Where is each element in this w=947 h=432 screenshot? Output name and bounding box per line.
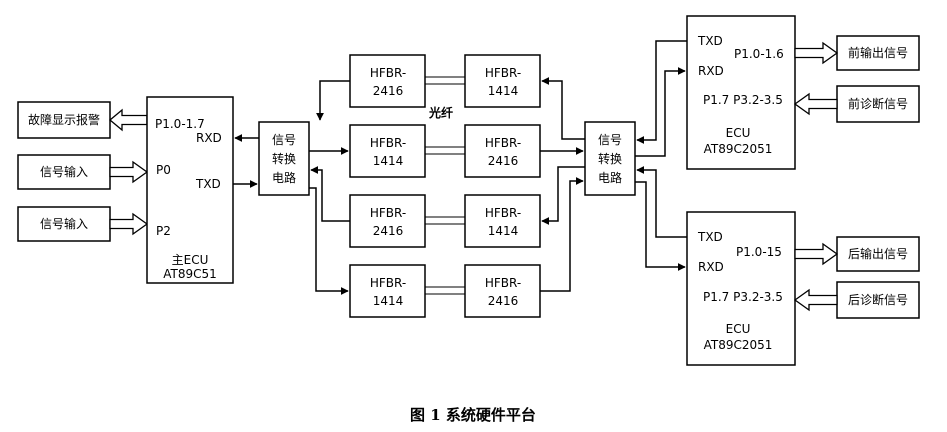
rear-ecu-name: ECU [726, 322, 751, 336]
hollow-arrow-from-rear-diag [793, 288, 838, 312]
rear-diag-box: 后诊断信号 [836, 281, 920, 319]
front-ecu-model: AT89C2051 [704, 142, 773, 156]
fault-display-label: 故障显示报警 [28, 112, 100, 127]
transceiver-row3-right: HFBR- 1414 [464, 194, 541, 248]
hollow-arrow-from-signal-input-1 [109, 160, 149, 184]
rear-ecu-pin-txd: TXD [697, 230, 723, 244]
main-ecu-pin-p10: P1.0-1.7 [155, 117, 205, 131]
front-ecu-box: TXD P1.0-1.6 RXD P1.7 P3.2-3.5 ECU AT89C… [686, 15, 796, 170]
wire-row3-to-left-converter [310, 166, 350, 222]
fiber-link-row2 [425, 146, 465, 155]
transceiver-row3-right-line2: 1414 [488, 224, 519, 238]
transceiver-row3-left: HFBR- 2416 [349, 194, 426, 248]
rear-output-label: 后输出信号 [848, 246, 908, 261]
rear-ecu-model: AT89C2051 [704, 338, 773, 352]
signal-input-label-1: 信号输入 [40, 164, 88, 179]
transceiver-row1-right: HFBR- 1414 [464, 54, 541, 108]
main-ecu-pin-p0: P0 [156, 163, 171, 177]
transceiver-row4-left-line2: 1414 [373, 294, 404, 308]
signal-input-box-2: 信号输入 [17, 206, 111, 242]
front-ecu-name: ECU [726, 126, 751, 140]
fiber-label: 光纤 [428, 105, 453, 120]
wire-right-converter-to-row1 [541, 77, 585, 140]
wire-front-ecu-txd-to-converter [636, 40, 687, 144]
figure-caption: 图 1 系统硬件平台 [410, 406, 536, 424]
front-ecu-pin-txd: TXD [697, 34, 723, 48]
rear-ecu-pin-rxd: RXD [698, 260, 724, 274]
wire-rear-ecu-txd-to-converter [636, 166, 687, 238]
rear-ecu-box: TXD P1.0-15 RXD P1.7 P3.2-3.5 ECU AT89C2… [686, 211, 796, 366]
hollow-arrow-from-front-diag [793, 92, 838, 116]
wire-converter-to-front-ecu-rxd [635, 67, 686, 157]
transceiver-row2-right: HFBR- 2416 [464, 124, 541, 178]
transceiver-row4-left: HFBR- 1414 [349, 264, 426, 318]
fiber-link-row4 [425, 286, 465, 295]
wire-converter-to-rear-ecu-rxd [635, 181, 686, 271]
fault-display-box: 故障显示报警 [17, 101, 111, 139]
right-converter-line3: 电路 [598, 170, 622, 185]
main-ecu-box: P1.0-1.7 RXD P0 TXD P2 主ECU AT89C51 [146, 96, 234, 284]
transceiver-row1-left-line2: 2416 [373, 84, 404, 98]
hollow-arrow-from-signal-input-2 [109, 212, 149, 236]
left-converter-box: 信号 转换 电路 [258, 121, 310, 196]
front-output-label: 前输出信号 [848, 45, 908, 60]
rear-diag-label: 后诊断信号 [848, 292, 908, 307]
hollow-arrow-to-front-output [794, 41, 839, 65]
transceiver-row3-left-line2: 2416 [373, 224, 404, 238]
transceiver-row1-left-line1: HFBR- [370, 66, 406, 80]
left-converter-line2: 转换 [272, 151, 296, 166]
transceiver-row1-right-line1: HFBR- [485, 66, 521, 80]
transceiver-row4-left-line1: HFBR- [370, 276, 406, 290]
transceiver-row4-right-line2: 2416 [488, 294, 519, 308]
main-ecu-pin-rxd: RXD [196, 131, 222, 145]
transceiver-row1-left: HFBR- 2416 [349, 54, 426, 108]
wire-right-converter-to-row3 [541, 166, 585, 225]
rear-output-box: 后输出信号 [836, 236, 920, 272]
transceiver-row4-right-line1: HFBR- [485, 276, 521, 290]
transceiver-row3-left-line1: HFBR- [370, 206, 406, 220]
front-ecu-pin-p17: P1.7 P3.2-3.5 [703, 93, 783, 107]
fiber-link-row3 [425, 216, 465, 225]
front-ecu-pin-p10: P1.0-1.6 [734, 47, 784, 61]
right-converter-box: 信号 转换 电路 [584, 121, 636, 196]
front-output-box: 前输出信号 [836, 35, 920, 71]
transceiver-row3-right-line1: HFBR- [485, 206, 521, 220]
transceiver-row1-right-line2: 1414 [488, 84, 519, 98]
hollow-arrow-to-fault-display [108, 108, 148, 132]
signal-input-box-1: 信号输入 [17, 154, 111, 190]
front-diag-label: 前诊断信号 [848, 96, 908, 111]
hollow-arrow-to-rear-output [794, 242, 839, 266]
rear-ecu-pin-p10: P1.0-15 [736, 245, 782, 259]
wire-row1-to-left-converter [316, 80, 350, 121]
signal-input-label-2: 信号输入 [40, 216, 88, 231]
right-converter-line1: 信号 [598, 133, 622, 147]
fiber-link-row1 [425, 76, 465, 85]
left-converter-line3: 电路 [272, 170, 296, 185]
main-ecu-pin-p2: P2 [156, 224, 171, 238]
main-ecu-name: 主ECU [172, 253, 209, 267]
left-converter-line1: 信号 [272, 133, 296, 147]
transceiver-row2-left-line2: 1414 [373, 154, 404, 168]
transceiver-row2-left-line1: HFBR- [370, 136, 406, 150]
rear-ecu-pin-p17: P1.7 P3.2-3.5 [703, 290, 783, 304]
transceiver-row2-right-line2: 2416 [488, 154, 519, 168]
wire-row4-to-right-converter [540, 177, 584, 292]
transceiver-row2-left: HFBR- 1414 [349, 124, 426, 178]
transceiver-row4-right: HFBR- 2416 [464, 264, 541, 318]
transceiver-row2-right-line1: HFBR- [485, 136, 521, 150]
main-ecu-pin-txd: TXD [195, 177, 221, 191]
main-ecu-model: AT89C51 [163, 267, 217, 281]
front-diag-box: 前诊断信号 [836, 85, 920, 123]
front-ecu-pin-rxd: RXD [698, 64, 724, 78]
wire-left-converter-to-row4 [309, 187, 349, 295]
right-converter-line2: 转换 [598, 151, 622, 166]
